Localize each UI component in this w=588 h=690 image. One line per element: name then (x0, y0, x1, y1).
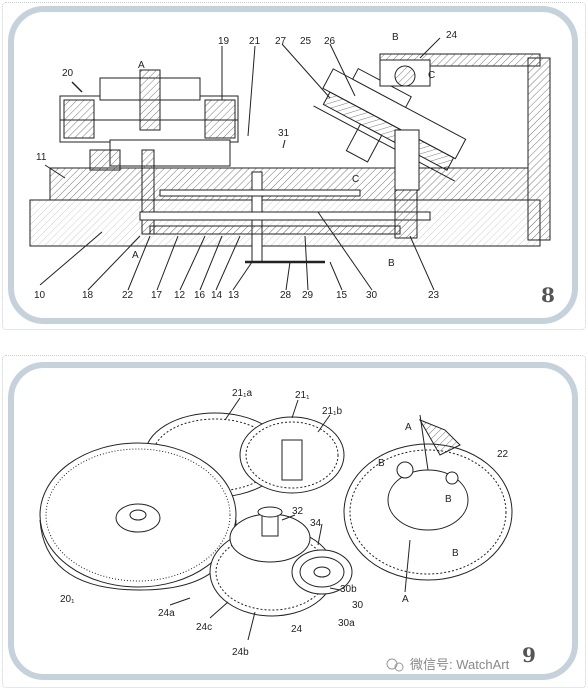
watermark-text: 微信号: WatchArt (410, 657, 510, 672)
fig8-label: C (352, 174, 359, 185)
figure9-labels: 21₁a 21₁ 21₁b A 22 B B 32 34 30b 30 B A … (60, 388, 509, 658)
fig8-label: 29 (302, 290, 314, 301)
fig8-label: 16 (194, 290, 206, 301)
fig9-label: 30 (352, 600, 364, 611)
fig8-label: 18 (82, 290, 94, 301)
fig9-label: 30b (340, 584, 357, 595)
fig9-label: B (378, 458, 385, 469)
fig9-label: 34 (310, 518, 322, 529)
case-wall (527, 57, 551, 241)
watermark: 微信号: WatchArt (386, 657, 510, 672)
fig9-label: 21₁ (295, 390, 310, 401)
fig8-label: 22 (122, 290, 134, 301)
fig8-label: 27 (275, 36, 287, 47)
fig8-label: 21 (249, 36, 261, 47)
fig9-label: 24 (291, 624, 303, 635)
shaft-22 (141, 149, 155, 235)
figure8-labels: 19 21 27 25 26 B 24 20 A C 31 11 C A B 1… (34, 30, 458, 301)
fig9-label: A (402, 594, 409, 605)
fig8-label: 26 (324, 36, 336, 47)
fig8-label: 12 (174, 290, 186, 301)
fig9-label: A (405, 422, 412, 433)
fig8-label: 25 (300, 36, 312, 47)
fig8-label: 11 (36, 152, 47, 163)
fig8-label: 28 (280, 290, 292, 301)
main-plate (49, 167, 529, 203)
figure9-outer-frame (2, 355, 586, 688)
chat-bubble-icon (386, 658, 398, 670)
fig8-label: 19 (218, 36, 230, 47)
pillar-23 (394, 187, 418, 239)
figure8-number: 8 (541, 283, 555, 307)
fig8-label: B (388, 258, 395, 269)
fig8-label: 13 (228, 290, 240, 301)
figure9-number: 9 (522, 643, 536, 667)
fig8-label: 23 (428, 290, 440, 301)
fig8-label: 15 (336, 290, 348, 301)
fig8-label: 31 (278, 128, 290, 139)
fig9-label: B (452, 548, 459, 559)
fig8-label: 14 (211, 290, 223, 301)
fig8-label: 20 (62, 68, 74, 79)
fig8-label: 17 (151, 290, 163, 301)
fig9-label: 20₁ (60, 594, 75, 605)
fig8-label: A (138, 60, 145, 71)
tilted-cage (313, 67, 467, 182)
fig9-label: 24c (196, 622, 212, 633)
fig9-label: 32 (292, 506, 304, 517)
fig9-label: B (445, 494, 452, 505)
figure9-drawing (39, 397, 513, 641)
fig9-label: 21₁b (322, 406, 342, 417)
figure8-outer-frame (2, 2, 586, 330)
fig8-label: 24 (446, 30, 458, 41)
fig8-label: C (428, 70, 435, 81)
fig9-label: 22 (497, 449, 509, 460)
fig9-label: 24b (232, 647, 249, 658)
fig8-label: B (392, 32, 399, 43)
fig8-label: 30 (366, 290, 378, 301)
fig9-label: 21₁a (232, 388, 252, 399)
fig8-label: A (132, 250, 139, 261)
fig9-label: 24a (158, 608, 175, 619)
fig9-label: 30a (338, 618, 355, 629)
fig8-label: 10 (34, 290, 46, 301)
figure8-drawing (29, 37, 551, 291)
